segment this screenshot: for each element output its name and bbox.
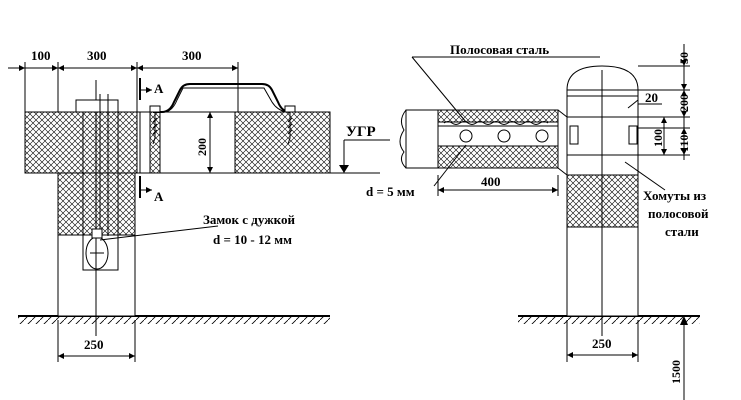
dim-right-1500: 1500 bbox=[669, 360, 683, 384]
dim-left-100: 100 bbox=[31, 48, 51, 63]
right-view: Полосовая сталь 50 200 20 100 110 400 d … bbox=[366, 42, 709, 400]
dim-right-400: 400 bbox=[481, 174, 501, 189]
left-view: 100 300 300 200 250 А А УГР Замок с дужк… bbox=[8, 48, 390, 362]
ground-left bbox=[18, 315, 330, 324]
dim-right-50: 50 bbox=[677, 52, 691, 64]
right-beam bbox=[399, 109, 568, 176]
dim-right-20: 20 bbox=[645, 90, 658, 105]
handle bbox=[149, 83, 296, 145]
ugr-marker bbox=[330, 139, 390, 174]
lock-label-line2: d = 10 - 12 мм bbox=[213, 232, 292, 247]
clamps-label-line1: Хомуты из bbox=[643, 188, 706, 203]
dim-right-110: 110 bbox=[677, 135, 691, 152]
strip-steel-label: Полосовая сталь bbox=[450, 42, 549, 57]
ground-right bbox=[518, 315, 700, 324]
section-mark-bottom: А bbox=[154, 189, 164, 204]
section-mark-top: А bbox=[154, 81, 164, 96]
thickness-label: d = 5 мм bbox=[366, 184, 415, 199]
dim-left-300a: 300 bbox=[87, 48, 107, 63]
dim-left-300b: 300 bbox=[182, 48, 202, 63]
lock-assembly bbox=[75, 94, 119, 271]
right-pillar bbox=[566, 65, 639, 336]
dim-left-200: 200 bbox=[195, 138, 209, 156]
left-beam bbox=[24, 111, 331, 174]
dim-right-200: 200 bbox=[677, 94, 691, 112]
clamps-label-line2: полосовой bbox=[648, 206, 709, 221]
dim-left-250: 250 bbox=[84, 337, 104, 352]
right-dimensions bbox=[411, 44, 690, 400]
lock-label-line1: Замок с дужкой bbox=[203, 212, 295, 227]
dim-right-100: 100 bbox=[651, 129, 665, 147]
dim-right-250: 250 bbox=[592, 336, 612, 351]
ugr-label: УГР bbox=[346, 124, 376, 140]
clamps-label-line3: стали bbox=[665, 224, 699, 239]
left-dimensions bbox=[8, 62, 239, 362]
